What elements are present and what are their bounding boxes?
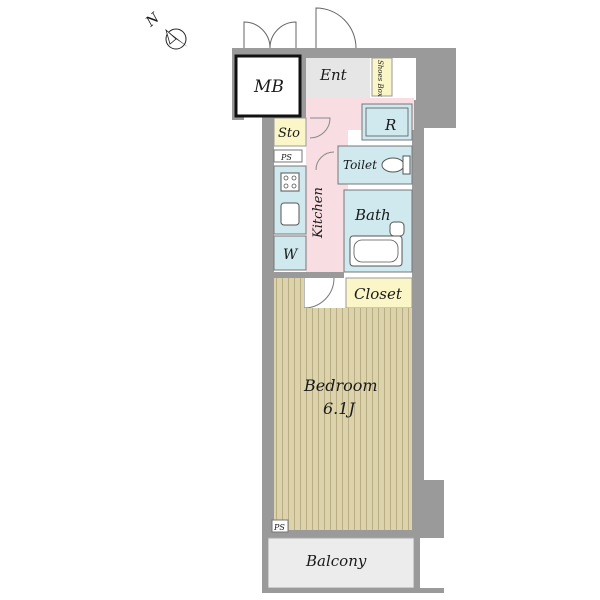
balcony-rail-right: [414, 538, 420, 592]
label-ps-bottom: PS: [273, 523, 285, 532]
label-ent: Ent: [319, 66, 348, 84]
toilet-door-swing: [315, 151, 335, 171]
label-shoes-box: Shoes Box: [376, 60, 384, 97]
sto-door-swing: [309, 117, 331, 139]
room-r: [361, 103, 413, 141]
room-sto: [273, 117, 307, 147]
bedroom-door-swing: [303, 277, 335, 309]
label-sto: Sto: [278, 126, 300, 141]
label-r: R: [384, 116, 396, 134]
label-balcony: Balcony: [305, 552, 367, 570]
label-bedroom: Bedroom: [303, 376, 378, 395]
stove-icon: [280, 172, 300, 192]
label-w: W: [283, 247, 299, 263]
label-kitchen: Kitchen: [311, 187, 326, 239]
room-w: [273, 235, 307, 271]
sink-icon: [280, 202, 300, 226]
entrance-door-swing: [315, 7, 357, 49]
balcony-rail-left: [262, 538, 268, 592]
compass-letter: N: [142, 10, 163, 31]
r-inner: [365, 107, 409, 137]
label-toilet: Toilet: [343, 158, 377, 172]
toilet-icon: [381, 155, 411, 175]
ps-bottom: [271, 519, 289, 533]
label-mb: MB: [253, 77, 284, 97]
room-bedroom: [274, 308, 412, 530]
bathtub-icon: [349, 235, 403, 267]
balcony-rail-bottom: [262, 588, 444, 593]
room-closet: [345, 277, 413, 309]
room-entrance: [306, 58, 370, 98]
label-closet: Closet: [354, 285, 403, 303]
room-balcony: [267, 537, 415, 589]
north-arrow-icon: N: [142, 10, 188, 50]
washbasin-icon: [389, 221, 405, 237]
label-bath: Bath: [354, 206, 391, 224]
mb-door-swing: [243, 21, 297, 49]
label-ps-top: PS: [280, 153, 292, 162]
room-shoes-box: [371, 57, 393, 97]
partition-wall: [272, 272, 344, 278]
ps-top: [273, 149, 303, 163]
label-bedroom-size: 6.1J: [323, 399, 356, 418]
room-mb: [234, 54, 302, 118]
bedroom-upper-left: [274, 278, 304, 308]
